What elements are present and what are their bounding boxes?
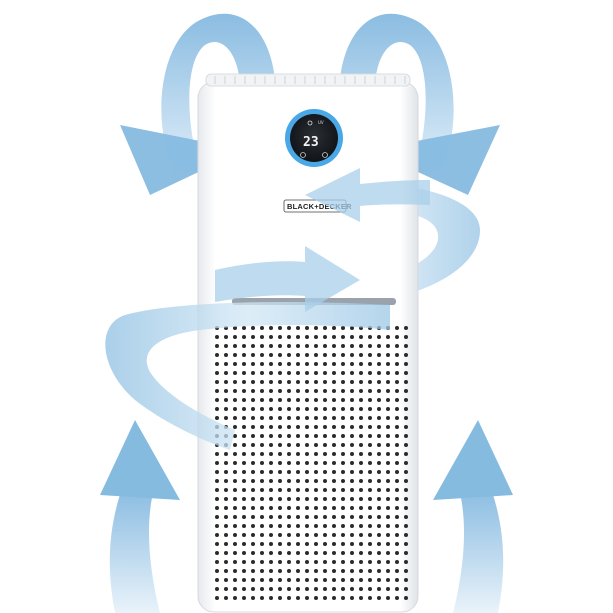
airflow-arrow-icon [340,13,500,195]
control-display[interactable]: UV 23 [285,109,343,167]
airflow-arrow-icon [105,168,430,450]
airflow-arrow-icon [120,13,275,195]
power-icon[interactable] [322,152,328,158]
display-mode-label: UV [318,120,324,125]
airflow-arrow-icon [100,420,180,613]
display-temperature: 23 [303,135,319,150]
air-purifier-unit: UV 23 BLACK+DECKER [197,73,419,613]
airflow-ribbon-back [300,182,480,300]
front-grille [212,322,408,600]
svg-text:BLACK+DECKER: BLACK+DECKER [287,202,352,211]
top-vent [214,76,406,84]
timer-icon[interactable] [300,152,306,158]
fan-icon [307,120,313,126]
airflow-arrow-icon [433,420,513,613]
